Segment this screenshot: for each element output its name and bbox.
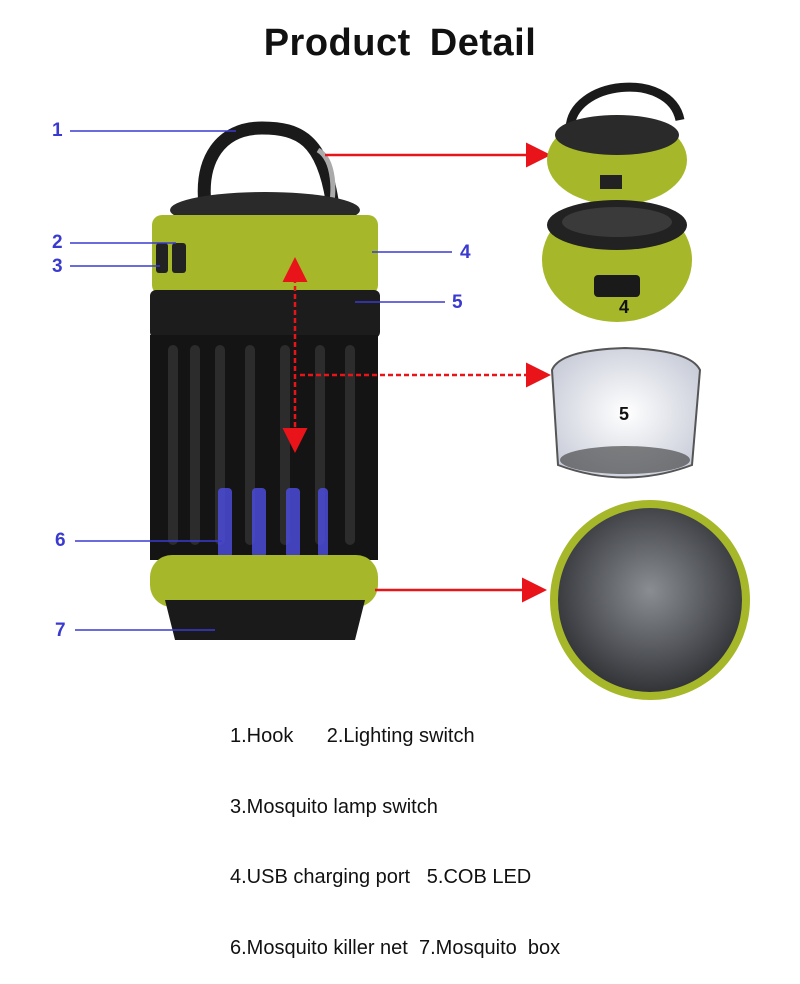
inset-label-led: 5 — [619, 404, 630, 424]
page-title: Product Detail — [263, 22, 537, 64]
green-bottom-band — [150, 555, 378, 607]
mosquito-box — [165, 600, 365, 640]
inset-label-usb: 4 — [619, 297, 630, 317]
callout-1: 1 — [52, 120, 63, 141]
legend-line: 1.Hook 2.Lighting switch — [230, 725, 475, 747]
light-switch — [172, 243, 186, 273]
inset-mosquito-box — [550, 500, 750, 700]
green-top-band — [152, 215, 378, 295]
legend-line: 4.USB charging port 5.COB LED — [230, 866, 532, 888]
inset-hook — [547, 82, 687, 205]
product-illustration — [70, 82, 750, 700]
legend: 1.Hook 2.Lighting switch 3.Mosquito lamp… — [230, 678, 560, 984]
legend-line: 6.Mosquito killer net 7.Mosquito box — [230, 936, 561, 959]
killer-net-glow — [218, 488, 328, 558]
inset-usb — [542, 198, 692, 322]
inset-cob-led — [550, 346, 702, 479]
mosquito-switch — [156, 243, 168, 273]
callout-5: 5 — [452, 292, 463, 313]
hook-handle — [197, 121, 339, 206]
callout-6: 6 — [55, 530, 66, 551]
lantern — [150, 121, 380, 640]
callout-7: 7 — [55, 620, 66, 641]
legend-line: 3.Mosquito lamp switch — [230, 795, 438, 818]
callout-2: 2 — [52, 232, 63, 253]
callout-4: 4 — [460, 242, 471, 263]
callout-3: 3 — [52, 256, 63, 277]
